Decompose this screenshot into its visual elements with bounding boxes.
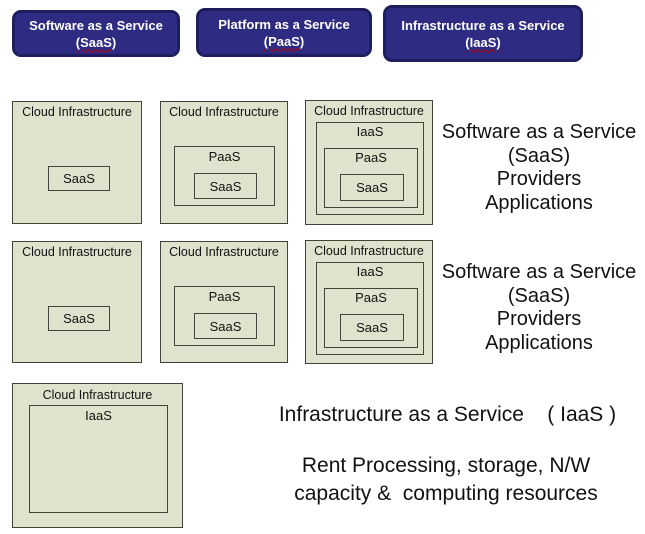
iaas-label: IaaS (85, 408, 112, 423)
saas-box: SaaS (48, 166, 110, 191)
header-box-saas-abbr: (SaaS) (75, 34, 117, 50)
header-box-saas-title: Software as a Service (29, 17, 163, 33)
cloud-infrastructure-label: Cloud Infrastructure (314, 244, 424, 258)
cloud-infrastructure-label: Cloud Infrastructure (169, 245, 279, 259)
caption-iaas-heading: Infrastructure as a Service ( IaaS ) (278, 403, 617, 426)
iaas-box: IaaS PaaS SaaS (316, 262, 424, 355)
cloud-box-row1-saas: Cloud Infrastructure SaaS (12, 101, 142, 224)
paas-box: PaaS SaaS (174, 286, 275, 346)
cloud-infrastructure-label: Cloud Infrastructure (169, 105, 279, 119)
cloud-box-row2-saas: Cloud Infrastructure SaaS (12, 241, 142, 363)
paas-label: PaaS (355, 150, 387, 165)
saas-box: SaaS (340, 174, 404, 201)
paas-box: PaaS SaaS (324, 288, 418, 348)
header-box-saas: Software as a Service (SaaS) (12, 10, 180, 57)
header-box-iaas: Infrastructure as a Service (IaaS) (383, 5, 583, 62)
cloud-infrastructure-label: Cloud Infrastructure (42, 388, 153, 402)
paas-label: PaaS (355, 290, 387, 305)
caption-saas-providers-row1: Software as a Service (SaaS) Providers A… (441, 121, 637, 214)
iaas-box: IaaS PaaS SaaS (316, 122, 424, 215)
paas-label: PaaS (208, 149, 241, 164)
cloud-box-row1-paas: Cloud Infrastructure PaaS SaaS (160, 101, 288, 224)
cloud-box-row1-iaas: Cloud Infrastructure IaaS PaaS SaaS (305, 100, 433, 225)
cloud-infrastructure-label: Cloud Infrastructure (22, 105, 132, 119)
saas-box: SaaS (48, 306, 110, 331)
iaas-box: IaaS (29, 405, 168, 513)
header-box-paas-title: Platform as a Service (218, 16, 350, 32)
header-box-paas: Platform as a Service (PaaS) (196, 8, 372, 57)
saas-box: SaaS (340, 314, 404, 341)
iaas-label: IaaS (356, 264, 384, 279)
cloud-box-row2-iaas: Cloud Infrastructure IaaS PaaS SaaS (305, 240, 433, 364)
header-box-iaas-title: Infrastructure as a Service (401, 17, 565, 33)
cloud-box-bottom-iaas: Cloud Infrastructure IaaS (12, 383, 183, 528)
saas-box: SaaS (194, 173, 257, 199)
header-box-iaas-abbr: (IaaS) (465, 34, 501, 50)
caption-saas-providers-row2: Software as a Service (SaaS) Providers A… (441, 261, 637, 354)
paas-box: PaaS SaaS (174, 146, 275, 206)
iaas-label: IaaS (356, 124, 384, 139)
caption-iaas-body: Rent Processing, storage, N/W capacity &… (294, 454, 598, 505)
cloud-infrastructure-label: Cloud Infrastructure (22, 245, 132, 259)
header-box-paas-abbr: (PaaS) (263, 33, 305, 49)
paas-label: PaaS (208, 289, 241, 304)
cloud-box-row2-paas: Cloud Infrastructure PaaS SaaS (160, 241, 288, 363)
paas-box: PaaS SaaS (324, 148, 418, 208)
saas-box: SaaS (194, 313, 257, 339)
cloud-infrastructure-label: Cloud Infrastructure (314, 104, 424, 118)
